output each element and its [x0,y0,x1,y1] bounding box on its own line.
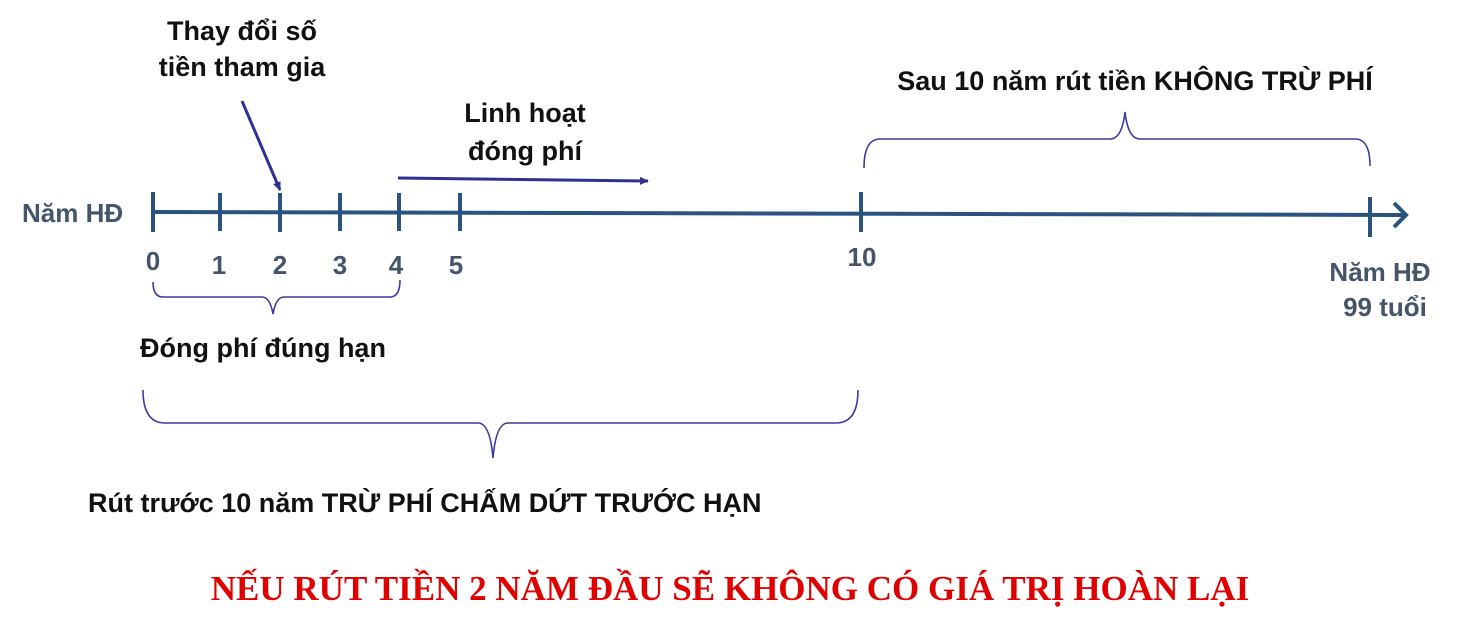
end-label-line1: Năm HĐ [1329,257,1430,287]
end-label-line2: 99 tuổi [1343,292,1427,322]
change-amount-arrow [240,100,282,191]
tick-label-2: 2 [273,250,287,280]
change-amount-line2: tiền tham gia [159,52,327,82]
warning-text: NẾU RÚT TIỀN 2 NĂM ĐẦU SẼ KHÔNG CÓ GIÁ T… [211,568,1249,608]
after-10-years-brace [863,111,1371,169]
before-10-years-brace [142,389,859,459]
axis-arrowhead-icon [1392,201,1409,229]
flexible-payment-line2: đóng phí [468,136,583,166]
tick-label-5: 5 [449,250,463,280]
axis-ticks [151,192,1372,237]
tick-label-1: 1 [212,250,226,280]
tick-label-4: 4 [389,250,404,280]
tick-label-10: 10 [848,242,877,272]
change-amount-line1: Thay đổi số [167,16,317,46]
tick-label-3: 3 [333,250,347,280]
on-time-payment-label: Đóng phí đúng hạn [140,333,386,363]
after-10-years-label: Sau 10 năm rút tiền KHÔNG TRỪ PHÍ [897,65,1374,96]
on-time-payment-brace [152,279,401,315]
timeline-axis [152,210,1405,217]
axis-label: Năm HĐ [22,198,123,228]
flexible-payment-line1: Linh hoạt [464,98,585,128]
tick-label-0: 0 [146,246,160,276]
flexible-payment-arrow [397,176,649,185]
before-10-years-label: Rút trước 10 năm TRỪ PHÍ CHẤM DỨT TRƯỚC … [88,487,762,518]
